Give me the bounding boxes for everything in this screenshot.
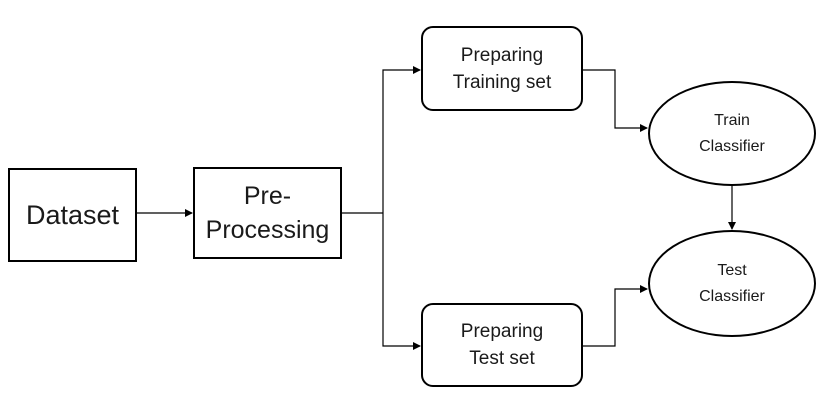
preparing-test-set-node: Preparing Test set xyxy=(421,303,583,387)
arrow-test-set-to-test-classifier xyxy=(583,285,648,347)
test-set-label-line-2: Test set xyxy=(469,348,535,369)
preprocessing-label-line-1: Pre- xyxy=(243,182,292,210)
train-classifier-label-line-1: Train xyxy=(714,111,750,129)
arrow-preprocessing-to-test-set xyxy=(382,213,421,350)
dataset-label: Dataset xyxy=(25,199,120,230)
training-set-label-line-2: Training set xyxy=(452,71,552,93)
test-classifier-node: Test Classifier xyxy=(648,230,816,337)
preprocessing-label-line-2: Processing xyxy=(205,216,330,244)
train-classifier-label-line-2: Classifier xyxy=(699,137,765,155)
train-classifier-node: Train Classifier xyxy=(648,81,816,186)
arrow-preprocessing-to-training-set xyxy=(382,66,421,213)
test-classifier-label-line-2: Classifier xyxy=(699,287,765,305)
dataset-node: Dataset xyxy=(8,168,137,262)
arrow-training-set-to-train-classifier xyxy=(583,69,648,132)
test-set-label-line-1: Preparing xyxy=(460,321,544,342)
preprocessing-node: Pre- Processing xyxy=(193,167,342,259)
test-classifier-label-line-1: Test xyxy=(717,261,747,279)
preparing-training-set-node: Preparing Training set xyxy=(421,26,583,111)
training-set-label-line-1: Preparing xyxy=(460,44,544,66)
